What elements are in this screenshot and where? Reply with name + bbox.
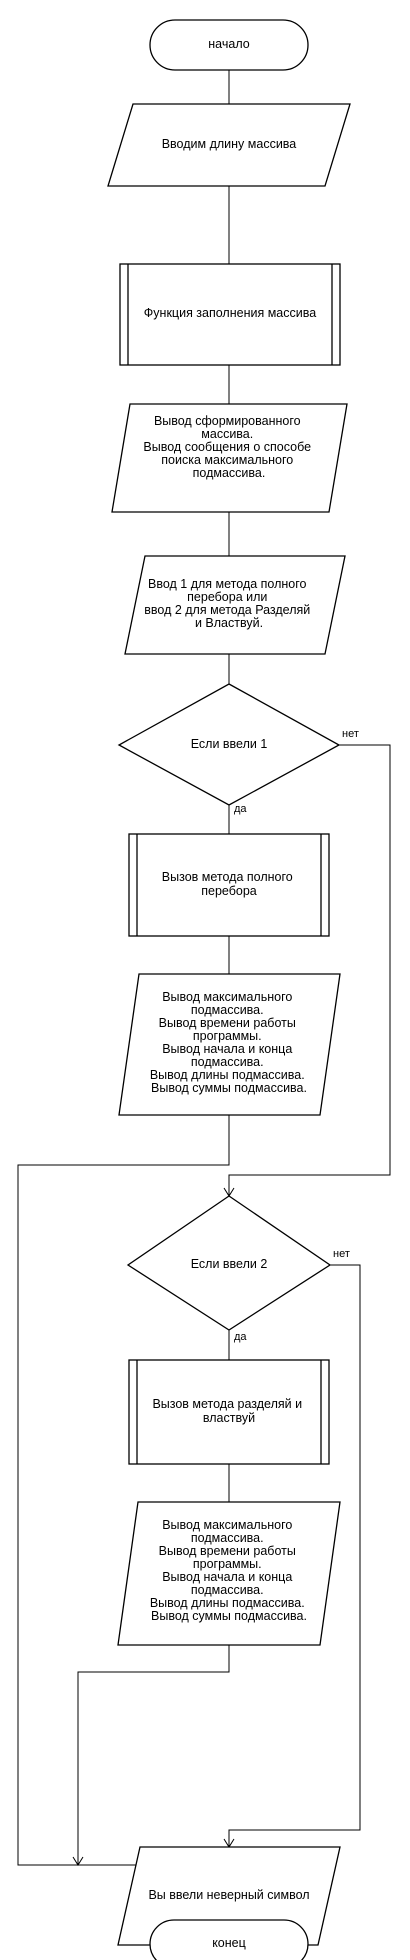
brute-force-label: Вызов метода полного перебора [162, 870, 296, 898]
fill-array-label: Функция заполнения массива [144, 306, 316, 320]
input-length-parallelogram [107, 103, 351, 187]
divide-conquer-label: Вызов метода разделяй и властвуй [152, 1397, 305, 1425]
output-results-1-parallelogram [118, 973, 341, 1116]
divide-conquer-process [128, 1359, 330, 1465]
output-array-parallelogram [111, 403, 348, 513]
decision-1-label: Если ввели 1 [191, 737, 268, 751]
edge-decision2-no [228, 1264, 361, 1847]
edge-results2-to-end [77, 1645, 230, 1865]
decision-2-yes-label: да [234, 1331, 247, 1343]
edge-results1-to-end [17, 1115, 230, 1866]
end-terminal [149, 1919, 309, 1960]
decision-2-label: Если ввели 2 [191, 1257, 268, 1271]
decision-1-no-label: нет [342, 728, 359, 740]
fill-array-process [119, 263, 341, 366]
decision-2-diamond [126, 1195, 332, 1331]
input-method-label: Ввод 1 для метода полного перебора или в… [144, 577, 314, 630]
output-results-2-parallelogram [117, 1501, 341, 1646]
output-array-label: Вывод сформированного массива. Вывод соо… [143, 414, 314, 480]
decision-1-diamond [117, 683, 341, 806]
invalid-symbol-label: Вы ввели неверный символ [148, 1888, 309, 1902]
decision-2-no-label: нет [333, 1248, 350, 1260]
arrow-merge-left [72, 1856, 84, 1866]
start-terminal [149, 19, 309, 71]
output-results-2-label: Вывод максимального подмассива. Вывод вр… [150, 1518, 308, 1623]
input-length-label: Вводим длину массива [162, 137, 297, 151]
input-method-parallelogram [124, 555, 346, 655]
start-label: начало [208, 37, 249, 51]
brute-force-process [128, 833, 330, 937]
output-results-1-label: Вывод максимального подмассива. Вывод вр… [150, 990, 308, 1095]
decision-1-yes-label: да [234, 803, 247, 815]
edge-decision1-no [228, 744, 391, 1196]
end-label: конец [212, 1936, 246, 1950]
